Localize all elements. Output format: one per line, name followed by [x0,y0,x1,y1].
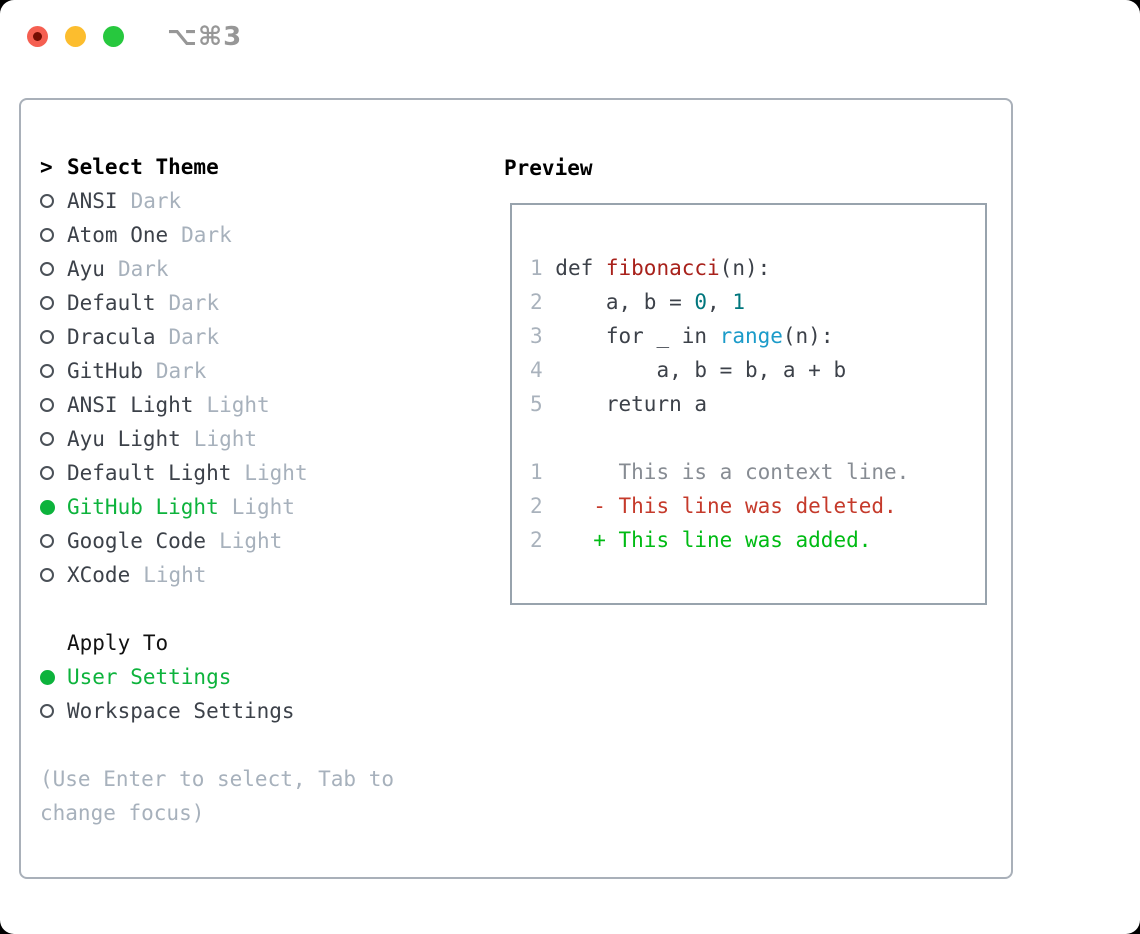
radio-cell [40,568,67,582]
theme-item[interactable]: GitHub Dark [40,354,440,388]
theme-name: ANSI [67,189,118,213]
theme-selector-panel: > Select Theme ANSI Dark Atom One Dark A… [19,98,1013,879]
code-line: 1 This is a context line. [530,460,910,484]
code-line: 4 a, b = b, a + b [530,358,847,382]
theme-item[interactable]: Atom One Dark [40,218,440,252]
theme-item[interactable]: Ayu Dark [40,252,440,286]
theme-variant-tag: Light [244,461,308,485]
preview-code: 1 def fibonacci(n): 2 a, b = 0, 1 3 for _ … [530,251,909,557]
theme-name: Default [67,291,156,315]
preview-box: 1 def fibonacci(n): 2 a, b = 0, 1 3 for _ … [510,203,987,605]
radio-cell [40,669,67,685]
radio-icon [40,330,54,344]
theme-variant-tag: Dark [181,223,232,247]
radio-cell [40,194,67,208]
theme-name: Atom One [67,223,169,247]
code-line: 3 for _ in range(n): [530,324,834,348]
minimize-button[interactable] [65,26,86,47]
close-button[interactable] [27,26,48,47]
theme-variant-tag: Light [219,529,283,553]
prompt-cell: > [40,150,67,184]
radio-icon [40,364,54,378]
theme-variant-tag: Dark [117,257,169,281]
theme-item[interactable]: Ayu Light Light [40,422,440,456]
radio-icon [40,398,54,412]
apply-option-label: Workspace Settings [67,699,295,723]
code-line: 5 return a [530,392,708,416]
radio-cell [40,534,67,548]
radio-cell [40,228,67,242]
theme-item[interactable]: Google Code Light [40,524,440,558]
close-modified-dot-icon [33,32,42,41]
select-theme-title: Select Theme [67,155,219,179]
theme-name: Ayu [67,257,105,281]
apply-to-title: Apply To [67,631,169,655]
theme-item[interactable]: Dracula Dark [40,320,440,354]
radio-cell [40,262,67,276]
radio-icon [40,568,54,582]
apply-to-header: Apply To [40,626,440,660]
code-line: 2 a, b = 0, 1 [530,290,745,314]
select-theme-header: > Select Theme [40,150,440,184]
code-line: 2 + This line was added. [530,528,872,552]
theme-item[interactable]: GitHub Light Light [40,490,440,524]
theme-variant-tag: Dark [155,359,207,383]
radio-icon [40,194,54,208]
spacer [40,592,440,626]
theme-variant-tag: Light [193,427,258,451]
window-title: ⌥⌘3 [167,22,243,52]
keyboard-hint: (Use Enter to select, Tab to change focu… [40,767,395,825]
code-line: 1 def fibonacci(n): [530,256,771,280]
code-line: 2 - This line was deleted. [530,494,897,518]
radio-cell [40,398,67,412]
radio-icon [40,296,54,310]
apply-option[interactable]: Workspace Settings [40,694,440,728]
apply-option-label: User Settings [67,665,232,689]
zoom-button[interactable] [103,26,124,47]
theme-variant-tag: Dark [168,325,220,349]
code-line [530,421,909,455]
theme-name: Default Light [67,461,232,485]
theme-item[interactable]: Default Dark [40,286,440,320]
radio-cell [40,466,67,480]
radio-icon [40,466,54,480]
prompt-arrow-icon: > [40,155,53,179]
theme-name: XCode [67,563,131,587]
apply-option[interactable]: User Settings [40,660,440,694]
theme-name: ANSI Light [67,393,194,417]
radio-cell [40,296,67,310]
preview-title: Preview [504,156,593,180]
theme-list: ANSI Dark Atom One Dark Ayu Dark Default… [40,184,440,592]
spacer [40,728,440,762]
radio-icon [40,499,55,515]
theme-item[interactable]: Default Light Light [40,456,440,490]
theme-variant-tag: Light [231,495,295,519]
theme-variant-tag: Light [206,393,270,417]
theme-variant-tag: Light [143,563,207,587]
radio-icon [40,534,54,548]
radio-icon [40,704,54,718]
theme-name: GitHub [67,359,143,383]
apply-to-options: User Settings Workspace Settings [40,660,440,728]
radio-cell [40,432,67,446]
radio-cell [40,364,67,378]
radio-cell [40,499,67,515]
theme-item[interactable]: ANSI Light Light [40,388,440,422]
radio-icon [40,669,55,685]
radio-icon [40,228,54,242]
theme-variant-tag: Dark [130,189,182,213]
radio-cell [40,330,67,344]
radio-cell [40,704,67,718]
theme-name: GitHub Light [67,495,219,519]
theme-item[interactable]: ANSI Dark [40,184,440,218]
theme-column: > Select Theme ANSI Dark Atom One Dark A… [40,150,440,830]
theme-item[interactable]: XCode Light [40,558,440,592]
theme-variant-tag: Dark [168,291,220,315]
theme-name: Ayu Light [67,427,181,451]
theme-name: Dracula [67,325,156,349]
radio-icon [40,432,54,446]
theme-name: Google Code [67,529,207,553]
radio-icon [40,262,54,276]
